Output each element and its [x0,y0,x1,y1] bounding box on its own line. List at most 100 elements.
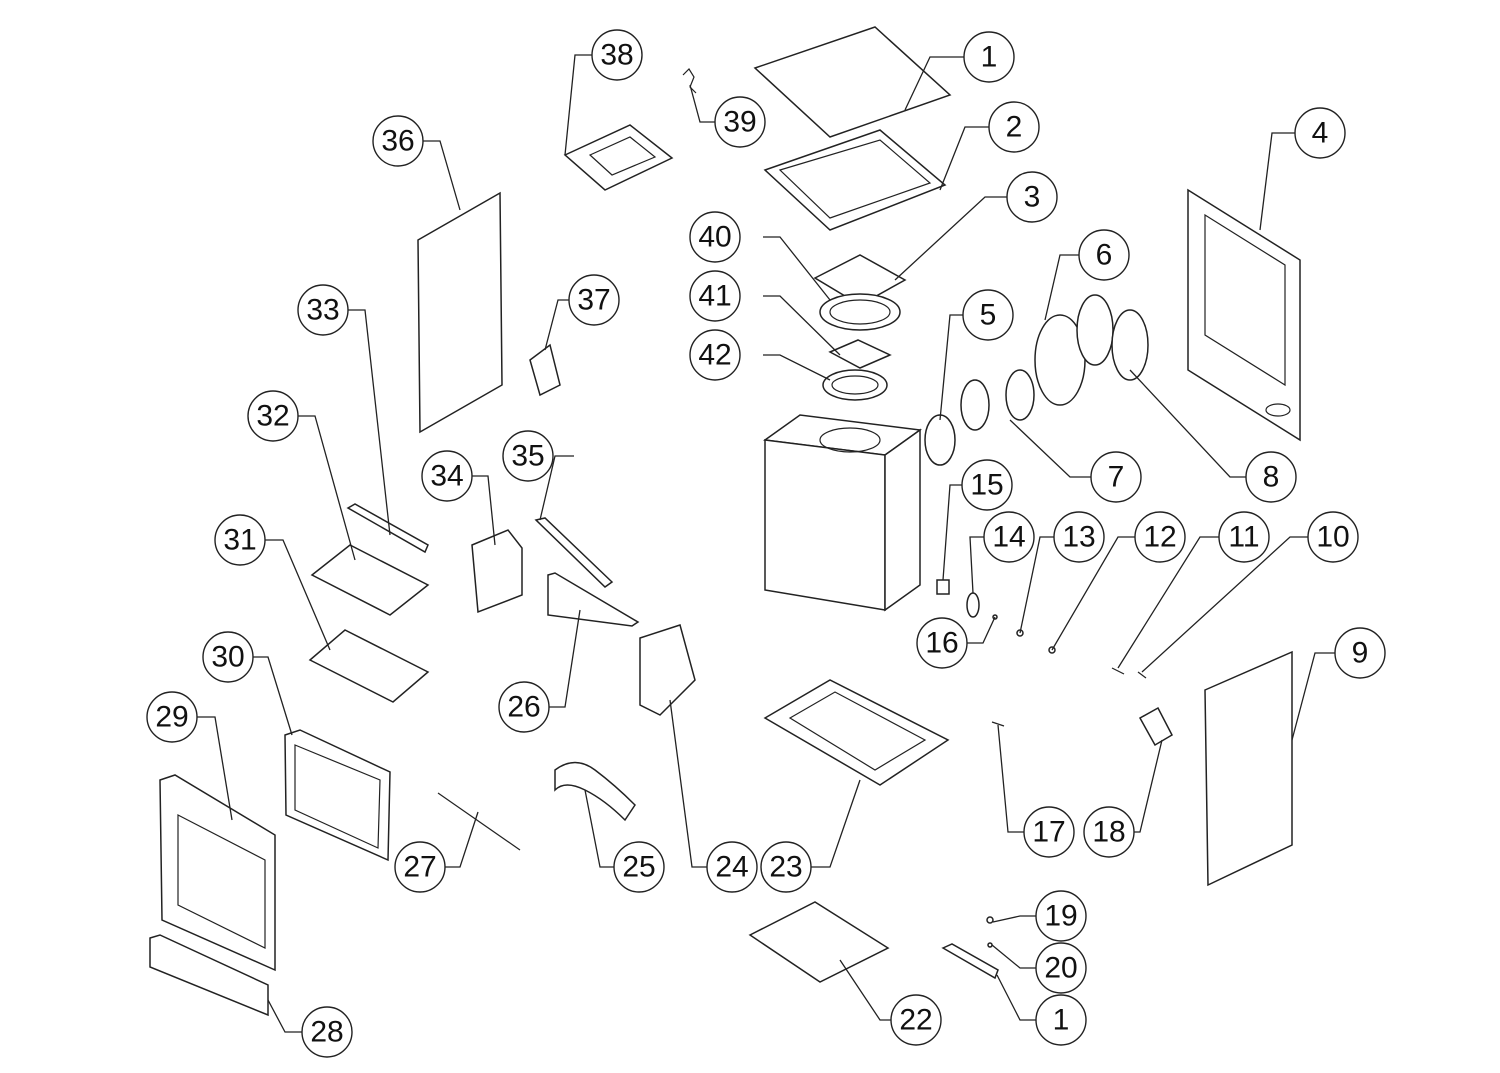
part-side-panel-36 [417,191,503,434]
part-door-29 [159,774,276,972]
part-bracket-1b [941,943,999,980]
callout: 2 [988,101,1040,153]
callout: 5 [962,289,1014,341]
part-ring-42 [822,369,888,401]
callout-label: 22 [899,1004,932,1037]
callout-label: 37 [577,284,610,317]
part-11 [1111,667,1125,675]
part-35 [534,517,614,588]
part-bracket-37 [529,343,561,397]
callout: 35 [502,430,554,482]
callout: 32 [247,390,299,442]
callout: 31 [214,514,266,566]
parts [149,26,1301,1017]
callout-label: 26 [507,691,540,724]
part-door-frame-30 [284,729,391,862]
part-10 [1137,671,1147,679]
callout: 29 [146,691,198,743]
callout: 23 [760,841,812,893]
callout-label: 6 [1096,239,1113,272]
callout-label: 31 [223,524,256,557]
callout: 16 [916,617,968,669]
callout: 22 [890,994,942,1046]
callout: 36 [372,115,424,167]
callout-label: 36 [381,125,414,158]
part-19 [986,916,994,924]
callout: 40 [689,211,741,263]
callout-label: 5 [980,299,997,332]
callout: 6 [1078,229,1130,281]
part-tray-32 [310,544,430,616]
part-collar-8 [1076,294,1114,366]
callout-label: 18 [1092,816,1125,849]
callout: 38 [591,29,643,81]
callout: 41 [689,270,741,322]
callout: 10 [1307,511,1359,563]
callout: 4 [1294,107,1346,159]
callout: 13 [1053,511,1105,563]
part-14 [966,592,980,618]
callout-label: 15 [970,469,1003,502]
part-top-frame [763,129,947,231]
callout: 30 [202,631,254,683]
callout: 39 [714,96,766,148]
part-plate-22 [748,901,890,983]
part-39 [682,68,697,94]
callout-label: 42 [698,339,731,372]
callout: 12 [1134,511,1186,563]
callout-label: 2 [1006,111,1023,144]
callout-label: 12 [1143,521,1176,554]
callout-label: 33 [306,294,339,327]
callout-label: 39 [723,106,756,139]
callout-label: 40 [698,221,731,254]
callout: 19 [1035,890,1087,942]
callout: 33 [297,284,349,336]
callout: 7 [1090,451,1142,503]
callout-label: 16 [925,627,958,660]
part-plate-41 [828,339,892,369]
callout-label: 11 [1228,521,1259,554]
callout-label: 1 [981,41,998,74]
callout: 18 [1083,806,1135,858]
callout: 37 [568,274,620,326]
callout-label: 25 [622,851,655,884]
callout-label: 4 [1312,117,1329,150]
callout: 24 [706,841,758,893]
callout: 25 [613,841,665,893]
callout: 42 [689,329,741,381]
part-bracket-18 [1138,706,1173,747]
part-rod-27 [437,792,521,851]
callout: 14 [983,511,1035,563]
part-top-plate [753,26,952,138]
part-17 [991,721,1005,727]
callout: 9 [1334,627,1386,679]
part-24 [639,624,696,716]
part-tray-31 [308,629,430,703]
callout-label: 24 [715,851,748,884]
callout-label: 41 [698,280,731,313]
part-20 [987,942,993,948]
callout-label: 3 [1024,181,1041,214]
callout-label: 14 [992,521,1025,554]
part-base-frame-23 [763,679,950,786]
part-15 [936,579,950,595]
callout: 17 [1023,806,1075,858]
callout: 11 [1218,511,1270,563]
callout-label: 32 [256,400,289,433]
part-34 [471,529,523,614]
callout-label: 8 [1263,461,1280,494]
callout-label: 27 [403,851,436,884]
callout-label: 28 [310,1016,343,1049]
part-38 [563,124,674,191]
callout-label: 9 [1352,637,1369,670]
part-collar-7 [960,379,990,431]
part-26 [547,572,640,627]
callout: 20 [1035,942,1087,994]
callout: 27 [394,841,446,893]
callout-label: 35 [511,440,544,473]
callout-label: 23 [769,851,802,884]
part-25 [554,761,636,822]
callout-label: 38 [600,39,633,72]
callout-label: 7 [1108,461,1125,494]
callout: 1 [963,31,1015,83]
